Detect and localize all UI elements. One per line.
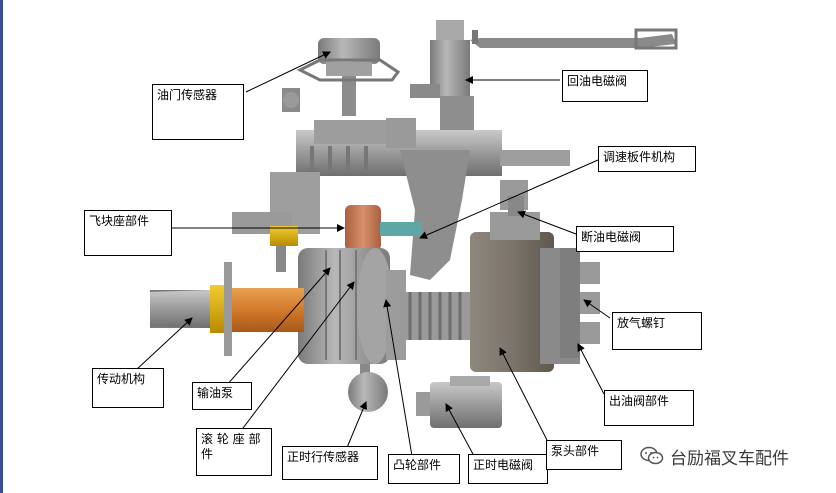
cam-spring [386, 270, 470, 360]
throttle-sensor-part [282, 38, 398, 116]
drive-shaft [150, 262, 304, 356]
label-timing-sensor: 正时行传感器 [282, 446, 378, 480]
label-pump-head: 泵头部件 [546, 440, 622, 470]
watermark-text: 台励福叉车配件 [670, 444, 789, 469]
timing-valve-part [416, 376, 502, 428]
wechat-icon [640, 446, 664, 466]
label-roller-seat: 滚 轮 座 部 件 [196, 428, 272, 476]
label-flyweight: 飞块座部件 [84, 210, 172, 256]
arrow-timing-sensor [346, 402, 366, 450]
watermark: 台励福叉车配件 [640, 442, 789, 470]
pump-head-part [470, 232, 600, 372]
label-drive-mech: 传动机构 [92, 368, 164, 408]
label-timing-valve: 正时电磁阀 [468, 454, 548, 484]
label-delivery-valve: 出油阀部件 [604, 390, 694, 426]
label-feed-pump: 输油泵 [192, 382, 252, 410]
arrow-delivery-valve [578, 344, 604, 394]
arrow-throttle-sensor [246, 52, 330, 92]
label-cutoff-valve: 断油电磁阀 [576, 226, 674, 252]
label-cam-part: 凸轮部件 [388, 454, 460, 484]
label-governor-lever: 调速板件机构 [598, 146, 696, 172]
label-bleed-screw: 放气螺钉 [612, 312, 702, 350]
timing-sensor-part [348, 364, 388, 412]
label-throttle-sensor: 油门传感器 [152, 84, 244, 140]
label-return-valve: 回油电磁阀 [562, 70, 648, 102]
